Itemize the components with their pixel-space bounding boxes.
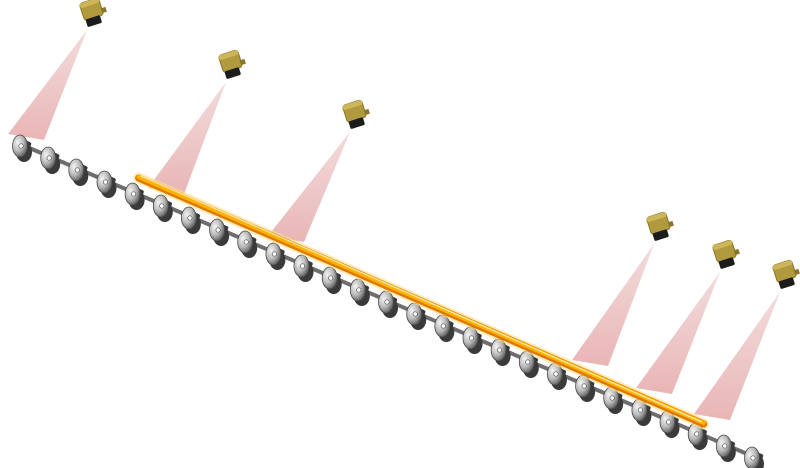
sensor-lens	[718, 257, 735, 269]
conveyor-roller-icon	[406, 302, 427, 330]
conveyor-roller-icon	[715, 434, 736, 462]
roller-hub	[637, 407, 643, 413]
sensor-lens	[652, 229, 669, 241]
roller-hub	[18, 143, 24, 149]
conveyor-roller-icon	[659, 410, 680, 438]
sensor-bracket	[239, 58, 246, 66]
roller-hub	[440, 323, 446, 329]
roller-hub	[525, 359, 531, 365]
hot-steel-bar	[133, 172, 710, 430]
roller-hub	[497, 347, 503, 353]
roller-hub	[46, 155, 52, 161]
roller-hub	[356, 287, 362, 293]
sensor-bracket	[793, 268, 800, 276]
conveyor-roller-icon	[547, 362, 567, 390]
sensor-lens	[85, 15, 102, 27]
laser-beams	[8, 30, 780, 420]
roller-hub	[74, 167, 80, 173]
sensor-top-highlight	[342, 100, 363, 111]
laser-gauge-sensor-icon	[646, 211, 674, 241]
roller-hub	[553, 371, 559, 377]
conveyor-roller-icon	[237, 230, 258, 258]
laser-beam	[636, 272, 720, 394]
conveyor-roller-icon	[40, 146, 61, 174]
conveyor-roller-icon	[180, 206, 201, 234]
conveyor-roller-icon	[462, 326, 483, 354]
conveyor-roller-icon	[12, 134, 32, 162]
roller-hub	[722, 443, 728, 449]
laser-beam	[8, 30, 87, 140]
sensor-lens	[778, 277, 795, 289]
roller-hub	[694, 431, 700, 437]
laser-sensors	[79, 0, 800, 289]
conveyor-roller-icon	[744, 446, 764, 468]
conveyor-roller-icon	[293, 254, 314, 282]
laser-gauge-sensor-icon	[342, 99, 370, 129]
roller-hub	[665, 419, 672, 425]
roller-hub	[271, 251, 277, 257]
conveyor-roller-icon	[209, 218, 230, 246]
sensor-lens	[348, 117, 365, 129]
roller-set	[12, 134, 764, 468]
laser-beam	[694, 292, 780, 420]
conveyor-roller-icon	[68, 158, 89, 186]
conveyor-roller-icon	[265, 242, 286, 270]
roller-hub	[159, 203, 165, 209]
conveyor-roller-icon	[490, 338, 511, 366]
laser-beam	[572, 244, 654, 366]
roller-hub	[215, 227, 221, 233]
roller-conveyor	[12, 134, 764, 468]
conveyor-roller-icon	[124, 182, 145, 210]
sensor-lens	[224, 67, 241, 79]
laser-gauge-sensor-icon	[712, 239, 740, 269]
sensor-top-highlight	[218, 50, 239, 61]
conveyor-roller-icon	[152, 194, 173, 222]
conveyor-roller-icon	[518, 350, 539, 378]
sensor-top-highlight	[712, 240, 733, 251]
conveyor-roller-icon	[434, 314, 455, 342]
sensor-top-highlight	[646, 212, 667, 223]
laser-gauge-sensor-icon	[218, 49, 246, 79]
laser-beam	[148, 82, 226, 194]
roller-hub	[299, 263, 306, 269]
sensor-bracket	[363, 108, 370, 116]
roller-hub	[131, 191, 137, 197]
roller-hub	[581, 383, 587, 389]
roller-hub	[328, 275, 334, 281]
roller-hub	[609, 395, 615, 401]
sensor-top-highlight	[772, 260, 793, 271]
conveyor-roller-icon	[687, 422, 708, 450]
sensor-top-highlight	[79, 0, 100, 9]
roller-hub	[412, 311, 418, 317]
sensor-bracket	[667, 220, 674, 228]
conveyor-roller-icon	[603, 386, 624, 414]
roller-hub	[102, 179, 109, 185]
laser-gauge-sensor-icon	[79, 0, 107, 27]
laser-beam	[268, 132, 350, 242]
conveyor-roller-icon	[349, 278, 370, 306]
laser-gauge-sensor-icon	[772, 259, 800, 289]
roller-hub	[187, 215, 193, 221]
conveyor-roller-icon	[96, 170, 117, 198]
roller-hub	[468, 335, 475, 341]
roller-hub	[243, 239, 249, 245]
sensor-bracket	[733, 248, 740, 256]
sensor-bracket	[100, 6, 107, 14]
roller-hub	[384, 299, 390, 305]
hot-bar-highlight	[140, 175, 703, 423]
conveyor-roller-icon	[631, 398, 652, 426]
roller-hub	[750, 455, 756, 461]
